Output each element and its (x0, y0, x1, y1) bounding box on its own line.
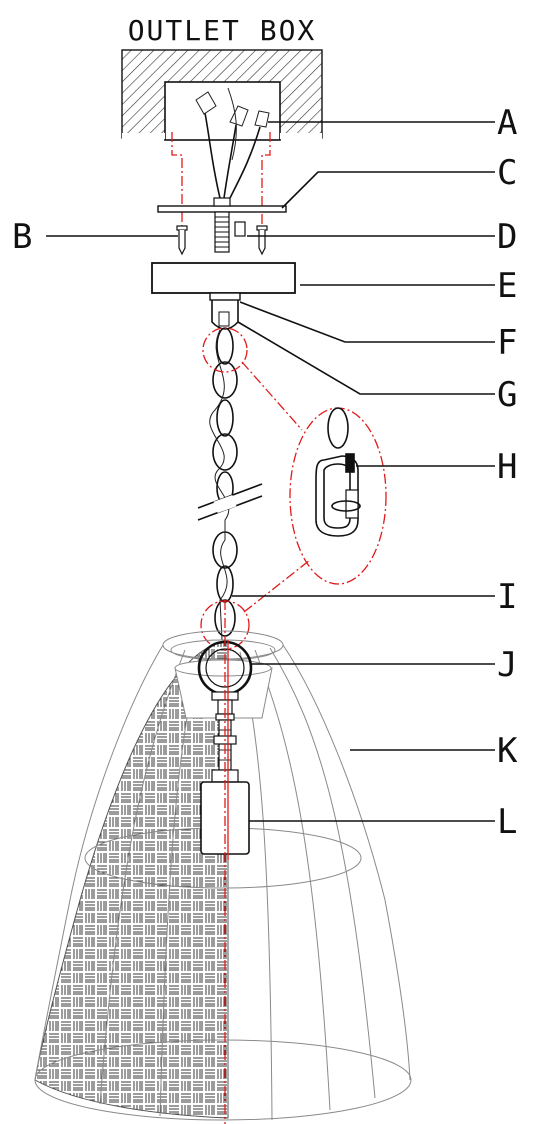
cord (209, 329, 230, 641)
chain (212, 327, 238, 637)
callout-c: C (497, 153, 517, 193)
callout-j: J (497, 645, 517, 685)
screw-guide-lines (171, 132, 271, 228)
callout-a: A (497, 103, 517, 143)
callout-l: L (497, 802, 517, 842)
mounting-screws (176, 211, 268, 256)
crossbar (157, 197, 287, 213)
callout-b: B (12, 217, 32, 257)
quick-link-detail (315, 407, 361, 537)
callout-g: G (497, 375, 517, 415)
callout-labels: A B C D E F G H I J K L (12, 103, 518, 842)
outlet-box (121, 49, 323, 199)
woven-shade (34, 639, 229, 1119)
canopy-loop (211, 300, 239, 330)
leader-lines (46, 121, 495, 822)
canopy (151, 262, 296, 301)
diagram-title: OUTLET BOX (128, 14, 317, 47)
callout-f: F (497, 323, 517, 363)
callout-e: E (497, 266, 517, 306)
callout-k: K (497, 731, 518, 771)
callout-i: I (497, 577, 517, 617)
callout-d: D (497, 217, 517, 257)
callout-h: H (497, 447, 517, 487)
